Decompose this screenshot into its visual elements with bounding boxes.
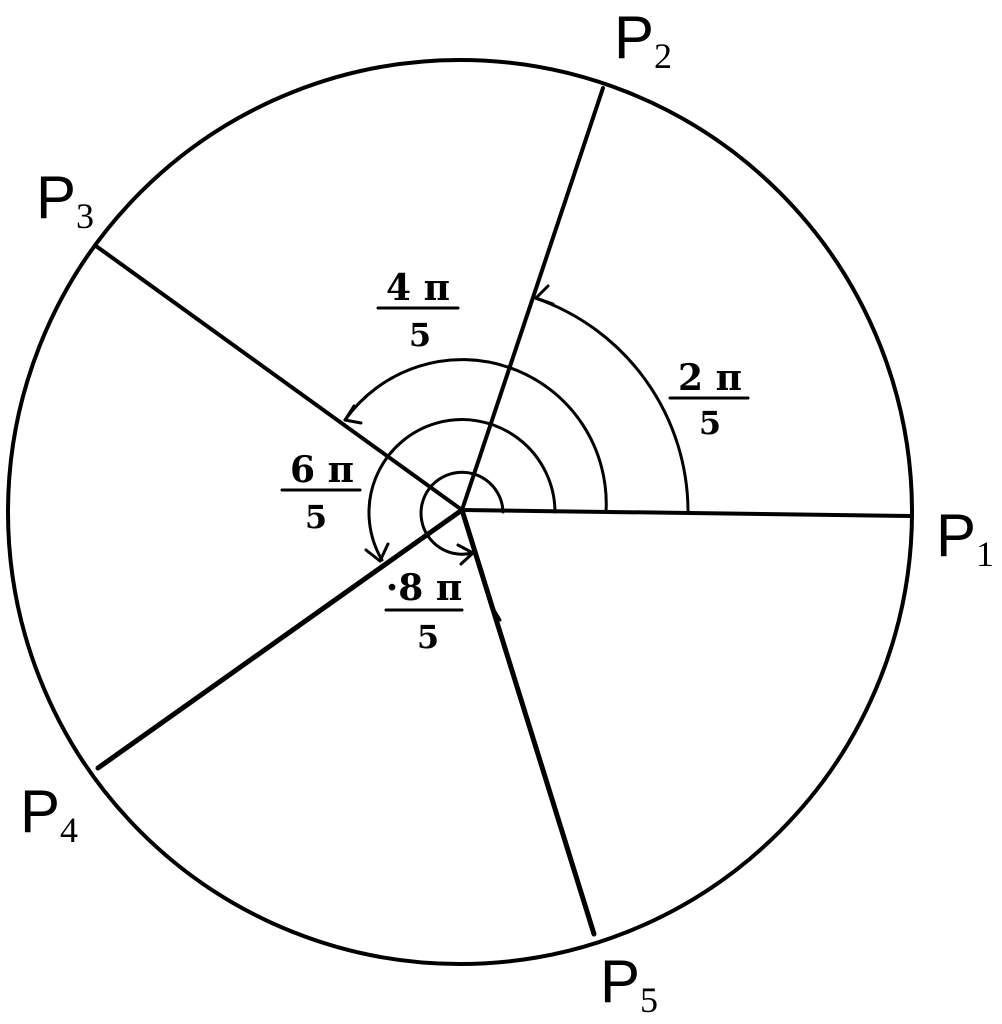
- radius-p2: [460, 86, 605, 512]
- angle-2pi-5-denominator: 5: [699, 404, 721, 442]
- angle-6pi-5-denominator: 5: [305, 498, 327, 536]
- point-label-p2: P2: [614, 4, 672, 76]
- angle-4pi-5-denominator: 5: [409, 316, 431, 354]
- arrowhead-4pi-5: [343, 404, 363, 425]
- angle-label-8pi-5: ·8 π 5: [384, 567, 464, 656]
- radius-p5: [459, 507, 597, 937]
- angle-2pi-5-numerator: 2 π: [678, 357, 742, 399]
- tick-mark-p5: [492, 608, 502, 622]
- point-label-p4: P4: [20, 778, 78, 850]
- angle-6pi-5-numerator: 6 π: [290, 449, 354, 491]
- point-label-p1: P1: [936, 502, 994, 574]
- arc-6pi-5: [367, 418, 557, 562]
- angle-label-4pi-5: 4 π 5: [376, 267, 460, 354]
- point-label-p5: P5: [600, 948, 658, 1020]
- arc-8pi-5: [419, 470, 505, 556]
- angle-label-6pi-5: 6 π 5: [280, 449, 362, 536]
- arrowhead-8pi-5: [456, 543, 475, 566]
- radius-p3: [94, 244, 464, 512]
- arrowhead-2pi-5: [534, 284, 555, 306]
- arc-2pi-5: [533, 296, 690, 514]
- arrowhead-6pi-5: [364, 542, 390, 563]
- arc-4pi-5: [343, 358, 608, 514]
- outer-circle: [6, 58, 914, 966]
- angle-8pi-5-numerator: ·8 π: [386, 567, 462, 609]
- angle-label-2pi-5: 2 π 5: [668, 357, 750, 442]
- angle-4pi-5-numerator: 4 π: [386, 267, 450, 309]
- point-label-p3: P3: [36, 164, 94, 236]
- angle-8pi-5-denominator: 5: [417, 618, 439, 656]
- radius-p4: [95, 507, 465, 771]
